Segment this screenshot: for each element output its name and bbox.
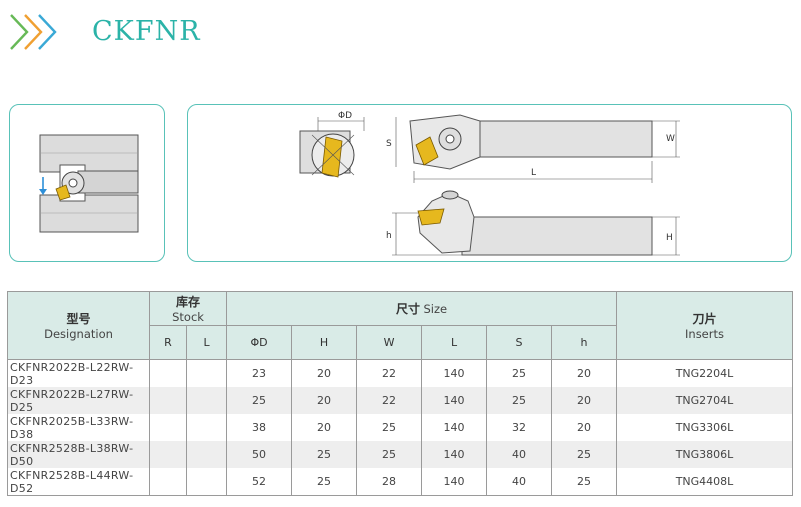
cell-l: 140 [421, 387, 488, 414]
size-col-h-upper: H [291, 325, 358, 360]
size-col-s: S [486, 325, 553, 360]
cell-d: 52 [226, 468, 293, 496]
cell-w: 25 [356, 441, 423, 468]
cell-stock-r [149, 441, 187, 468]
cell-stock-l [185, 414, 228, 441]
cell-stock-r [149, 468, 187, 496]
cell-h-lower: 25 [551, 441, 618, 468]
cell-w: 28 [356, 468, 423, 496]
size-header: 尺寸 Size [226, 291, 618, 326]
chevron-logo-icon [10, 14, 57, 50]
stock-col-r: R [149, 325, 187, 360]
cell-insert: TNG3306L [616, 414, 794, 441]
cell-h-upper: 20 [291, 387, 358, 414]
cell-d: 50 [226, 441, 293, 468]
cell-s: 25 [486, 387, 553, 414]
inserts-header: 刀片 Inserts [616, 291, 794, 360]
cell-h-upper: 25 [291, 468, 358, 496]
cell-s: 32 [486, 414, 553, 441]
cell-designation: CKFNR2528B-L44RW-D52 [7, 468, 150, 496]
cell-h-lower: 20 [551, 414, 618, 441]
cell-l: 140 [421, 441, 488, 468]
dim-h-lower-label: h [386, 231, 392, 241]
cell-l: 140 [421, 359, 488, 387]
page-title: CKFNR [92, 16, 201, 47]
cell-insert: TNG4408L [616, 468, 794, 496]
size-col-h-lower: h [551, 325, 618, 360]
table-row: CKFNR2022B-L22RW-D23 23 20 22 140 25 20 … [7, 359, 794, 387]
dim-w-label: W [666, 134, 675, 144]
dim-l-label: L [531, 168, 536, 178]
table-row: CKFNR2528B-L44RW-D52 52 25 28 140 40 25 … [7, 468, 794, 496]
cell-l: 140 [421, 468, 488, 496]
cell-d: 23 [226, 359, 293, 387]
dim-phi-d-label: ΦD [338, 111, 352, 121]
table-row: CKFNR2528B-L38RW-D50 50 25 25 140 40 25 … [7, 441, 794, 468]
spec-table: 型号 Designation 库存 Stock 尺寸 Size 刀片 Inser… [7, 291, 794, 496]
bore-section-drawing [39, 134, 139, 233]
cell-designation: CKFNR2022B-L27RW-D25 [7, 387, 150, 414]
cell-designation: CKFNR2022B-L22RW-D23 [7, 359, 150, 387]
cell-stock-r [149, 359, 187, 387]
tool-dimension-panel: ΦD S W L h H [187, 104, 792, 262]
cell-h-lower: 20 [551, 359, 618, 387]
cell-stock-l [185, 359, 228, 387]
cell-w: 25 [356, 414, 423, 441]
cell-d: 38 [226, 414, 293, 441]
size-col-l: L [421, 325, 488, 360]
tool-dimension-drawing: ΦD S W L h H [299, 111, 680, 256]
table-row: CKFNR2022B-L27RW-D25 25 20 22 140 25 20 … [7, 387, 794, 414]
cell-stock-r [149, 414, 187, 441]
cell-h-lower: 25 [551, 468, 618, 496]
cell-s: 25 [486, 359, 553, 387]
cell-h-upper: 20 [291, 414, 358, 441]
cell-insert: TNG2204L [616, 359, 794, 387]
size-col-w: W [356, 325, 423, 360]
cell-designation: CKFNR2528B-L38RW-D50 [7, 441, 150, 468]
cell-stock-l [185, 441, 228, 468]
cell-s: 40 [486, 441, 553, 468]
table-row: CKFNR2025B-L33RW-D38 38 20 25 140 32 20 … [7, 414, 794, 441]
size-col-d: ΦD [226, 325, 293, 360]
cell-d: 25 [226, 387, 293, 414]
bore-section-panel [9, 104, 165, 262]
cell-w: 22 [356, 387, 423, 414]
cell-w: 22 [356, 359, 423, 387]
cell-insert: TNG2704L [616, 387, 794, 414]
cell-stock-r [149, 387, 187, 414]
cell-stock-l [185, 468, 228, 496]
dim-s-label: S [386, 139, 392, 149]
page-header: CKFNR [8, 8, 408, 56]
cell-h-upper: 20 [291, 359, 358, 387]
stock-col-l: L [185, 325, 228, 360]
cell-h-lower: 20 [551, 387, 618, 414]
cell-stock-l [185, 387, 228, 414]
dim-h-upper-label: H [666, 233, 673, 243]
designation-header: 型号 Designation [7, 291, 150, 360]
cell-designation: CKFNR2025B-L33RW-D38 [7, 414, 150, 441]
stock-header: 库存 Stock [148, 291, 228, 326]
cell-s: 40 [486, 468, 553, 496]
cell-insert: TNG3806L [616, 441, 794, 468]
cell-l: 140 [421, 414, 488, 441]
cell-h-upper: 25 [291, 441, 358, 468]
